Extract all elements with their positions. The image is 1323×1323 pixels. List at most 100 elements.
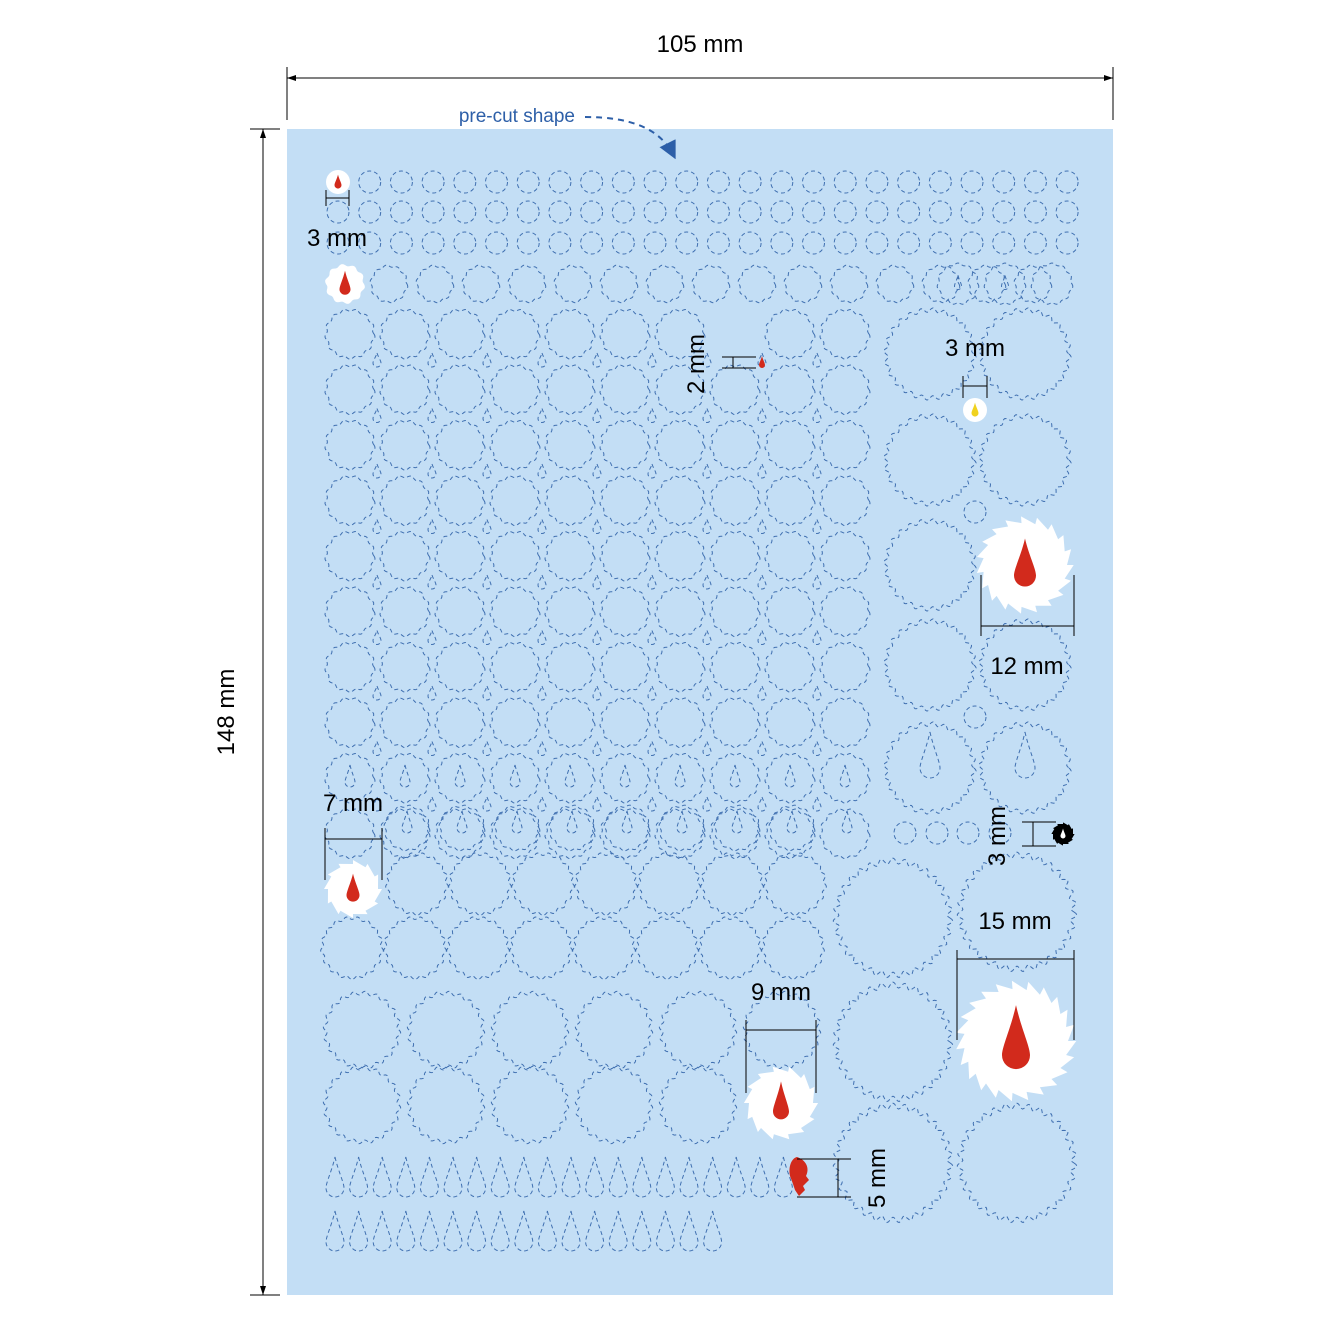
precut-drop [482,351,492,368]
precut-drop [757,406,767,423]
precut-drop [812,628,822,645]
precut-drop [537,795,547,812]
precut-gear [983,262,1027,305]
precut-gear [383,916,447,981]
sticker-3mm-circle-drop [334,174,342,189]
precut-circle [960,200,984,224]
precut-drop [919,731,941,779]
precut-gear [574,990,654,1070]
precut-circle [738,170,762,194]
sticker-9mm-gear-drop [773,1081,789,1120]
precut-circle [358,200,382,224]
precut-circle [580,170,604,194]
precut-drop [372,684,382,701]
precut-circle [516,200,540,224]
precut-drop [537,1210,557,1252]
precut-gear [936,262,980,305]
precut-gear [978,721,1072,815]
precut-circle [738,200,762,224]
gear-7-size-label: 7 mm [323,790,383,817]
precut-drop [537,684,547,701]
sheet-width-label: 105 mm [657,31,744,58]
gear-black-size-label: 3 mm [984,806,1011,866]
precut-circle [548,231,572,255]
precut-gear [511,852,575,917]
precut-circle [770,231,794,255]
precut-gear [369,264,409,304]
precut-circle [1023,200,1047,224]
tiny-circle-size-label: 3 mm [307,225,367,252]
precut-circle [643,231,667,255]
precut-drop [679,1210,699,1252]
right-small-size-label: 3 mm [945,335,1005,362]
precut-drop [632,1156,652,1198]
precut-drop [372,628,382,645]
precut-gear [635,916,699,981]
precut-circle [865,200,889,224]
sticker-12mm-gear [976,516,1074,614]
sheet-height-label: 148 mm [213,669,240,756]
precut-drop [396,1156,416,1198]
precut-gear [637,852,701,917]
precut-drop [482,573,492,590]
precut-circle [1023,170,1047,194]
precut-drop [585,1156,605,1198]
precut-drop [349,1210,369,1252]
precut-gear [691,264,731,304]
precut-gear [448,852,512,917]
precut-circle [611,231,635,255]
precut-circle [389,200,413,224]
precut-circle [706,170,730,194]
precut-drop [647,628,657,645]
precut-drop [757,462,767,479]
precut-drop [372,739,382,756]
precut-drop [561,1210,581,1252]
precut-circle [802,231,825,255]
precut-drop [592,351,602,368]
precut-circle [485,200,508,224]
precut-circle [611,200,635,224]
precut-drop [812,573,822,590]
precut-drop [537,739,547,756]
precut-drop [655,1210,675,1252]
precut-drop [647,462,657,479]
precut-circle [802,200,825,224]
precut-circle [580,200,604,224]
precut-gear [763,852,827,917]
precut-gear [761,916,825,981]
precut-circle [956,821,980,845]
sticker-9mm-gear [743,1066,819,1140]
precut-drop [647,795,657,812]
precut-drop [372,1210,392,1252]
precut-gear [406,1065,486,1145]
precut-circle [453,200,477,224]
precut-circle [516,231,540,255]
precut-gear [320,916,384,981]
precut-drop [482,406,492,423]
precut-drop [427,573,437,590]
precut-gear [406,990,486,1070]
precut-drop [372,517,382,534]
precut-gear [553,264,593,304]
precut-circle [928,170,952,194]
precut-gear [883,721,977,815]
precut-drop [655,1156,675,1198]
precut-drop [757,517,767,534]
precut-drop [647,517,657,534]
precut-gear [768,804,816,852]
precut-gear [883,307,977,401]
precut-drop [773,1156,793,1198]
precut-circle [675,170,699,194]
precut-drop [608,1210,628,1252]
precut-drop [514,1156,534,1198]
pre-cut-pattern [320,170,1079,1252]
precut-drop [427,406,437,423]
precut-circle [833,170,857,194]
precut-drop [702,406,712,423]
precut-circle [548,200,572,224]
precut-drop [537,517,547,534]
precut-circle [992,200,1016,224]
precut-drop [702,684,712,701]
precut-circle [893,821,917,845]
precut-gear [737,264,777,304]
